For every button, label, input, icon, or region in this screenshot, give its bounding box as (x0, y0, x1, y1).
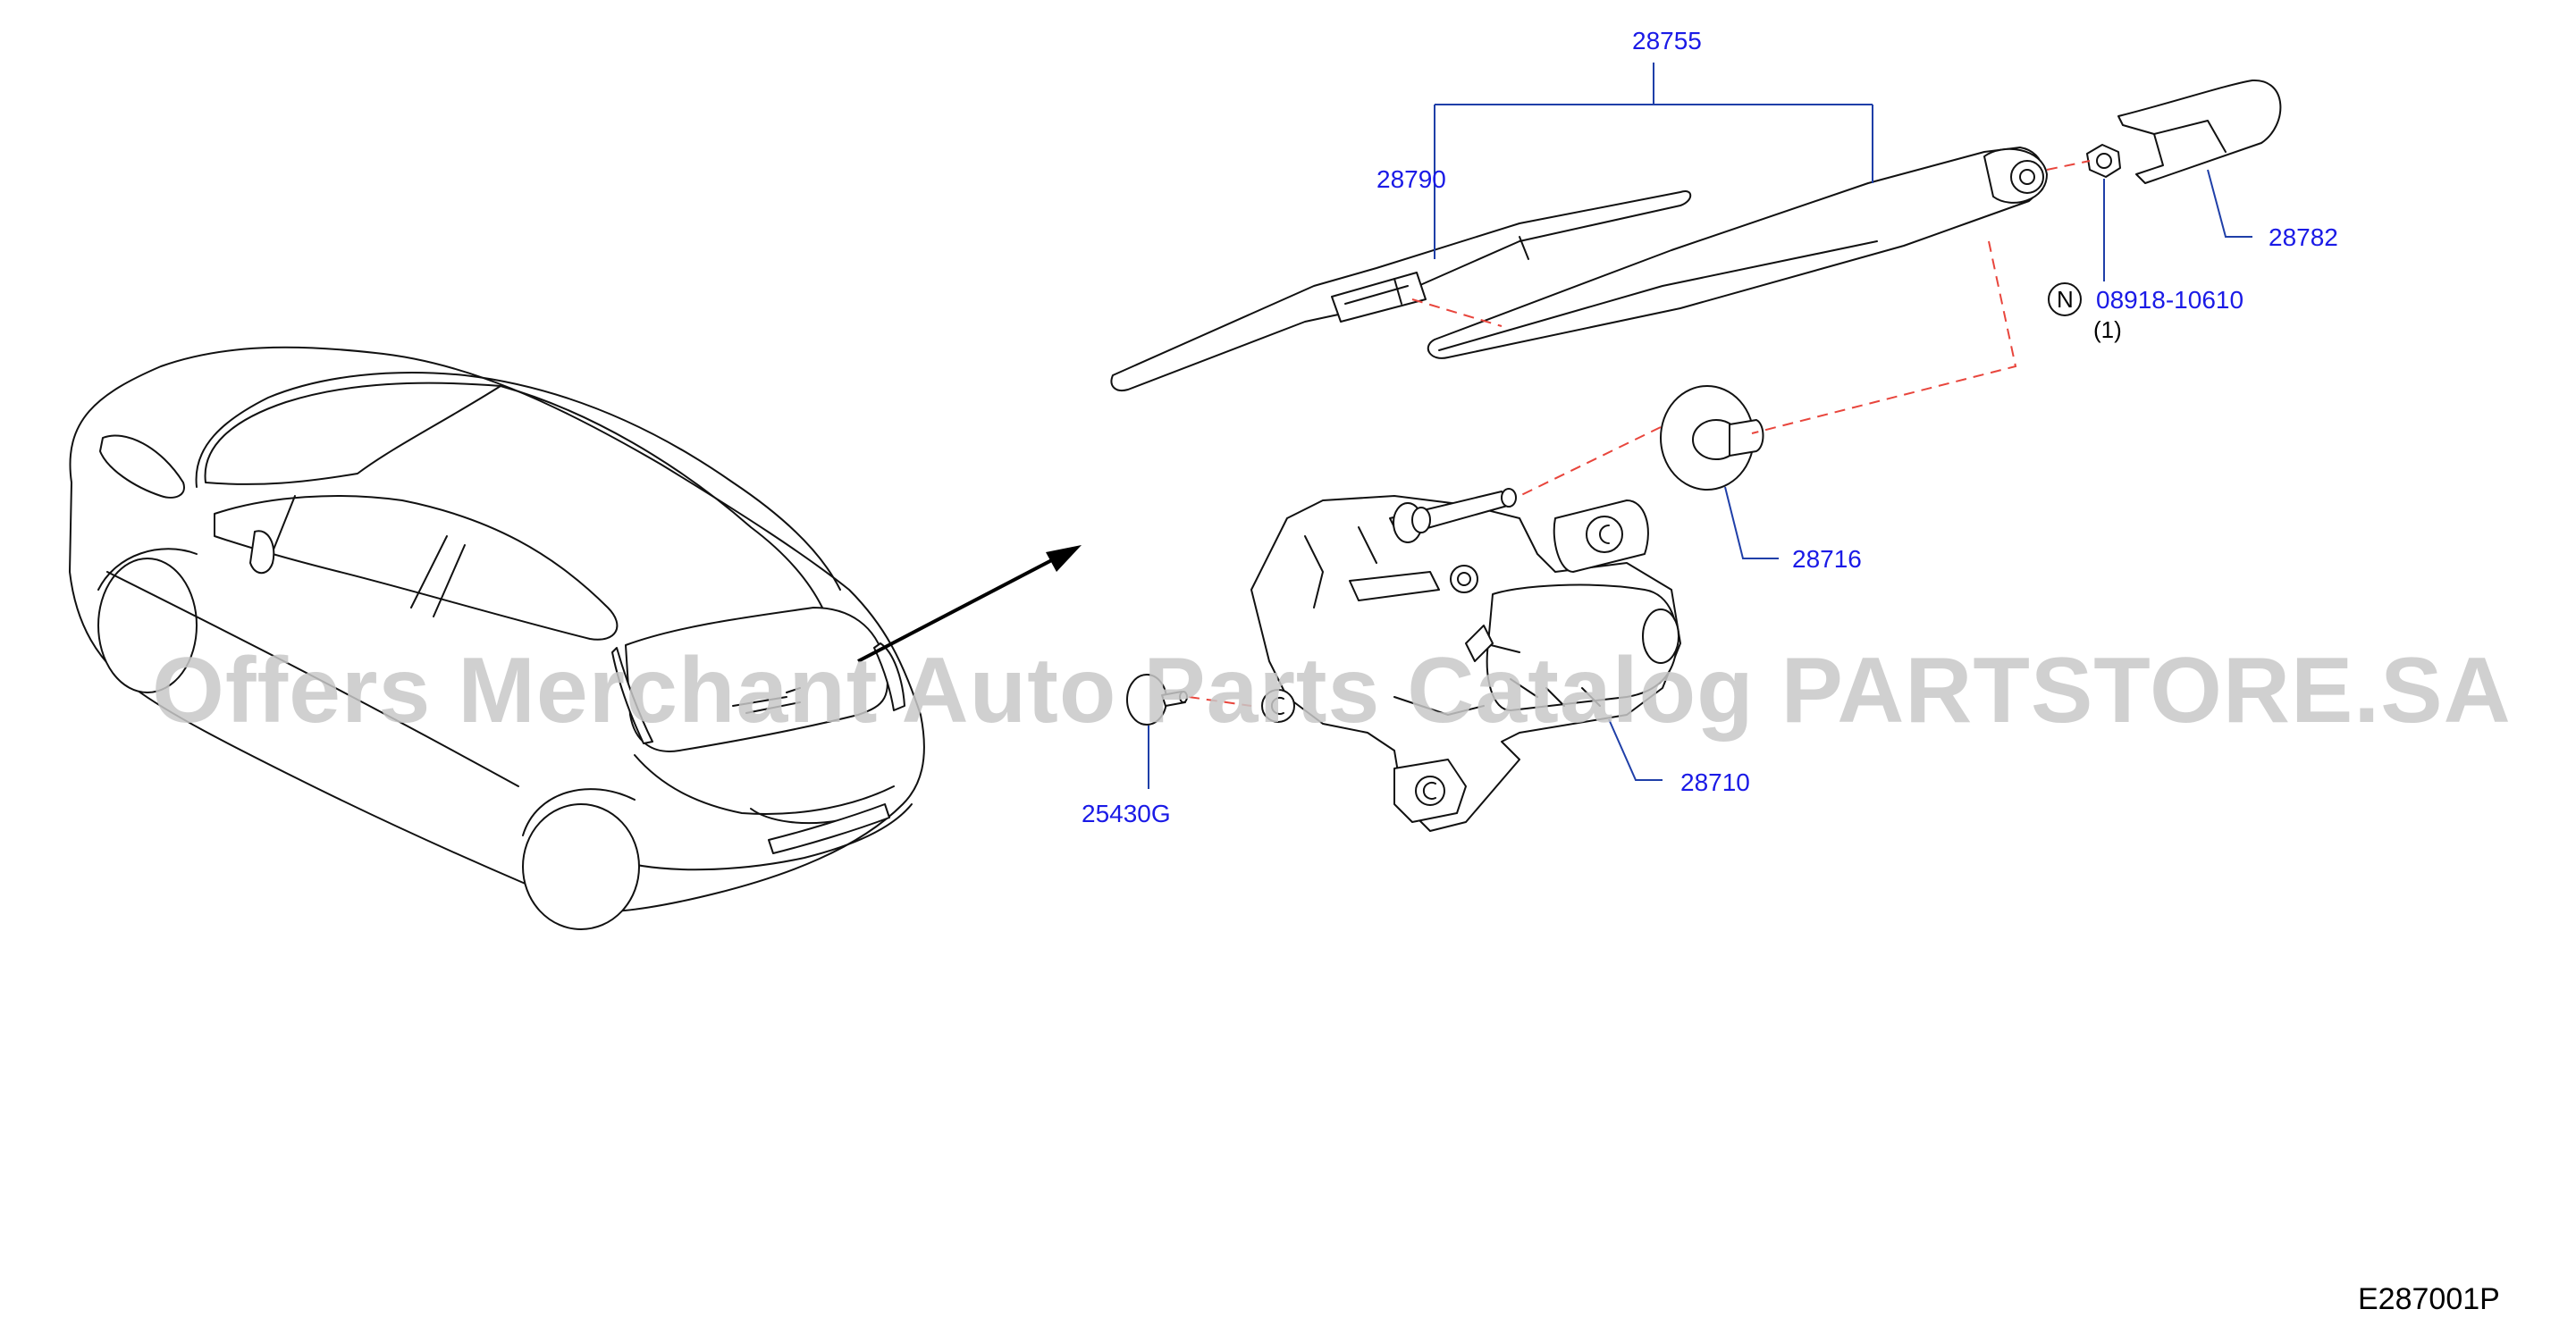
nut (2086, 144, 2121, 178)
diagram-code: E287001P (2358, 1282, 2500, 1316)
watermark: Offers Merchant Auto Parts Catalog PARTS… (152, 639, 2512, 743)
label-quantity: (1) (2093, 316, 2122, 343)
label-28755: 28755 (1632, 27, 1702, 55)
label-28716: 28716 (1792, 545, 1862, 573)
label-28790: 28790 (1376, 165, 1446, 193)
wiper-arm (1427, 147, 2048, 359)
leader-lines (1148, 63, 2252, 789)
new-part-marker (2048, 282, 2082, 316)
vehicle-illustration (69, 346, 925, 930)
wiper-motor (1250, 488, 1681, 832)
location-arrow (857, 545, 1082, 663)
part-labels: 28755 28790 28782 N 08918-10610 (1) 2871… (1082, 27, 2338, 827)
assembly-lines (1188, 160, 2091, 707)
label-28710: 28710 (1680, 768, 1750, 796)
marker-n: N (2057, 286, 2074, 313)
label-25430G: 25430G (1082, 800, 1171, 827)
label-28782: 28782 (2269, 223, 2338, 251)
screw (1126, 674, 1188, 726)
label-08918-10610: 08918-10610 (2096, 286, 2243, 314)
pivot-cap (2117, 79, 2282, 184)
wiper-blade (1110, 190, 1692, 391)
grommet (1660, 385, 1764, 491)
